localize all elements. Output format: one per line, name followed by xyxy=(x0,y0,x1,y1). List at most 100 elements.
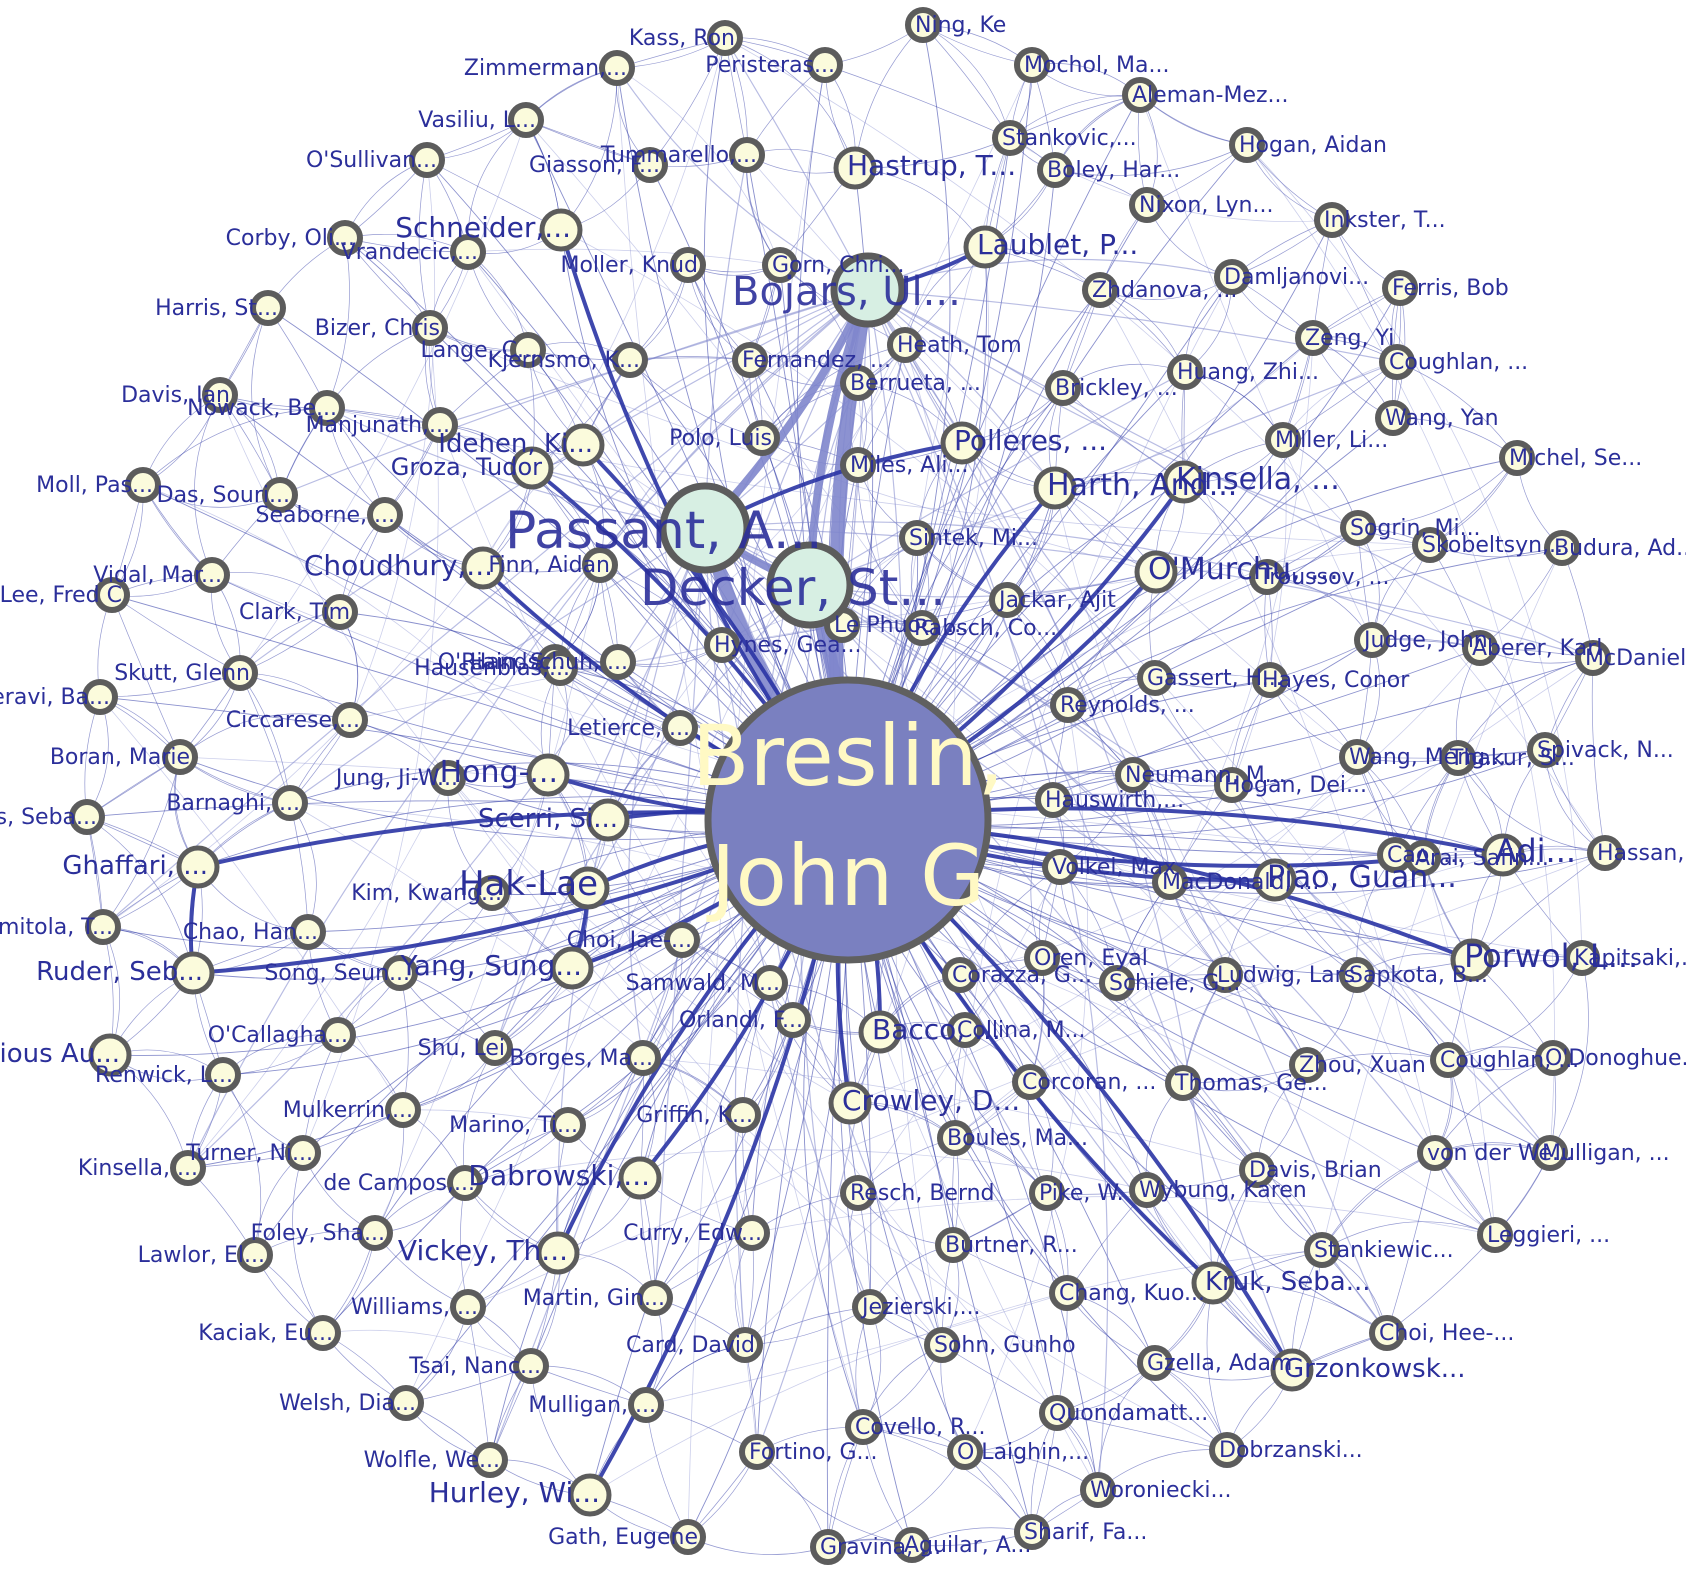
node-welsh[interactable] xyxy=(388,1385,424,1421)
node-rios[interactable] xyxy=(69,799,105,835)
node-damljanovic[interactable] xyxy=(1214,259,1250,295)
node-coughlan_top[interactable] xyxy=(1379,344,1415,380)
node-sintek[interactable] xyxy=(899,520,935,556)
node-renwick[interactable] xyxy=(205,1057,241,1093)
node-groza[interactable] xyxy=(510,446,554,490)
node-turner[interactable] xyxy=(285,1135,321,1171)
node-hak_lae[interactable] xyxy=(566,866,610,910)
node-skutt[interactable] xyxy=(222,655,258,691)
node-shu[interactable] xyxy=(477,1030,513,1066)
node-harris[interactable] xyxy=(250,290,286,326)
node-lawlor[interactable] xyxy=(237,1237,273,1273)
node-hassan[interactable] xyxy=(1587,835,1623,871)
node-choi_jae[interactable] xyxy=(664,922,700,958)
node-handschuh[interactable] xyxy=(600,644,636,680)
node-corby[interactable] xyxy=(327,220,363,256)
node-boran[interactable] xyxy=(162,739,198,775)
node-moller[interactable] xyxy=(670,247,706,283)
node-fernandez[interactable] xyxy=(732,342,768,378)
node-ludwig[interactable] xyxy=(1207,957,1243,993)
node-adi[interactable] xyxy=(1481,833,1525,877)
node-chao[interactable] xyxy=(290,914,326,950)
node-seaborne[interactable] xyxy=(367,497,403,533)
node-orlandi[interactable] xyxy=(775,1002,811,1038)
node-decampos[interactable] xyxy=(447,1165,483,1201)
node-volkel[interactable] xyxy=(1042,849,1078,885)
node-budura[interactable] xyxy=(1544,530,1580,566)
node-ciccarese[interactable] xyxy=(332,702,368,738)
node-huang[interactable] xyxy=(1167,354,1203,390)
node-ruder[interactable] xyxy=(171,951,215,995)
node-grzonkowski[interactable] xyxy=(1270,1348,1314,1392)
node-various[interactable] xyxy=(88,1033,132,1077)
node-spivack[interactable] xyxy=(1527,732,1563,768)
node-boley[interactable] xyxy=(1037,152,1073,188)
node-hong[interactable] xyxy=(526,753,570,797)
node-osullivan[interactable] xyxy=(409,142,445,178)
node-odonoghue[interactable] xyxy=(1535,1040,1571,1076)
node-lee[interactable] xyxy=(94,577,130,613)
node-neumann[interactable] xyxy=(1115,757,1151,793)
node-barnaghi[interactable] xyxy=(272,785,308,821)
node-giasson[interactable] xyxy=(632,147,668,183)
node-oren[interactable] xyxy=(1024,940,1060,976)
node-zhou[interactable] xyxy=(1289,1047,1325,1083)
node-hastrup[interactable] xyxy=(833,146,877,190)
hub-node-decker[interactable] xyxy=(766,541,854,629)
node-bizer[interactable] xyxy=(412,310,448,346)
node-foley[interactable] xyxy=(357,1215,393,1251)
node-thomas[interactable] xyxy=(1165,1065,1201,1101)
node-schneider[interactable] xyxy=(539,208,583,252)
node-reynolds[interactable] xyxy=(1050,687,1086,723)
node-mulkerrin[interactable] xyxy=(385,1092,421,1128)
node-letierce[interactable] xyxy=(662,710,698,746)
node-vickey[interactable] xyxy=(536,1231,580,1275)
node-dabrowski[interactable] xyxy=(618,1156,662,1200)
node-aguilar[interactable] xyxy=(894,1527,930,1563)
node-jackar[interactable] xyxy=(989,582,1025,618)
node-nixon[interactable] xyxy=(1129,187,1165,223)
node-samwald[interactable] xyxy=(752,965,788,1001)
node-curry[interactable] xyxy=(734,1215,770,1251)
node-vasiliu[interactable] xyxy=(508,102,544,138)
node-harth[interactable] xyxy=(1033,466,1077,510)
node-laublet[interactable] xyxy=(963,225,1007,269)
node-dobrzanski[interactable] xyxy=(1209,1432,1245,1468)
node-stankiewicz[interactable] xyxy=(1304,1232,1340,1268)
node-jung[interactable] xyxy=(430,760,466,796)
node-woroniecki[interactable] xyxy=(1080,1472,1116,1508)
node-bacco[interactable] xyxy=(858,1010,902,1054)
node-schiele[interactable] xyxy=(1099,965,1135,1001)
node-vidal[interactable] xyxy=(194,557,230,593)
node-wolfle[interactable] xyxy=(472,1442,508,1478)
node-polleres[interactable] xyxy=(940,421,984,465)
node-hynes[interactable] xyxy=(704,627,740,663)
node-ocallaghan[interactable] xyxy=(320,1017,356,1053)
hub-node-passant[interactable] xyxy=(659,482,751,574)
node-kinsella_top[interactable] xyxy=(1162,460,1206,504)
node-mulligan_r[interactable] xyxy=(1532,1135,1568,1171)
node-kapitsaki[interactable] xyxy=(1564,940,1600,976)
node-sapkota[interactable] xyxy=(1339,957,1375,993)
node-zhdanova[interactable] xyxy=(1082,272,1118,308)
node-davis_brian[interactable] xyxy=(1239,1152,1275,1188)
node-olaighin[interactable] xyxy=(947,1434,983,1470)
node-mulligan_b[interactable] xyxy=(628,1387,664,1423)
node-omitola[interactable] xyxy=(85,909,121,945)
node-das[interactable] xyxy=(262,477,298,513)
node-vonderwe[interactable] xyxy=(1417,1135,1453,1171)
node-zimmerman[interactable] xyxy=(599,50,635,86)
node-gzella[interactable] xyxy=(1137,1345,1173,1381)
node-davis_ian[interactable] xyxy=(202,377,238,413)
node-judge[interactable] xyxy=(1354,622,1390,658)
node-rabsch[interactable] xyxy=(904,610,940,646)
node-burtner[interactable] xyxy=(935,1227,971,1263)
node-corcoran[interactable] xyxy=(1012,1064,1048,1100)
node-chang[interactable] xyxy=(1049,1275,1085,1311)
node-peristeras[interactable] xyxy=(807,47,843,83)
node-card[interactable] xyxy=(727,1327,763,1363)
node-wang_yan[interactable] xyxy=(1375,400,1411,436)
node-aberer[interactable] xyxy=(1462,630,1498,666)
node-idehen[interactable] xyxy=(561,423,605,467)
hub-node-bojars[interactable] xyxy=(830,252,906,328)
